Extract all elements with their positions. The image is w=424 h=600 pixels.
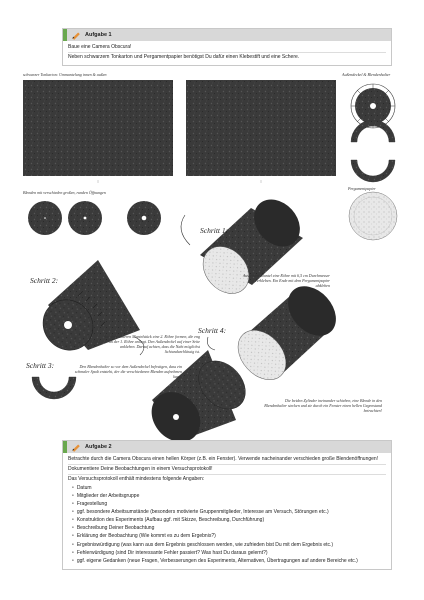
pencil-icon	[72, 32, 80, 40]
list-item: Mitglieder der Arbeitsgruppe	[72, 492, 386, 500]
task2-box: Aufgabe 2 Betrachte durch die Camera Obs…	[62, 440, 392, 571]
outer-lid	[350, 83, 396, 129]
task2-intro1: Betrachte durch die Camera Obscura einen…	[68, 456, 379, 462]
task1-line1: Baue eine Camera Obscura!	[68, 44, 132, 50]
aperture-holder-bottom	[350, 159, 396, 183]
protocol-list: Datum Mitglieder der Arbeitsgruppe Frage…	[72, 484, 386, 565]
list-item: ggf. besondere Arbeitsumstände (besonder…	[72, 508, 386, 516]
task1-header: Aufgabe 1	[63, 29, 391, 41]
task2-title: Aufgabe 2	[85, 444, 112, 450]
step1-caption: Aus einem Mantel eine Röhre mit 6,5 cm D…	[242, 273, 330, 288]
step3-label: Schritt 3:	[26, 361, 55, 370]
tube-step4-outer	[151, 350, 246, 442]
step2-caption: Aus dem anderen Mantelstück eine 2. Röhr…	[103, 334, 200, 354]
tube-step1	[200, 199, 303, 294]
cardboard-sheet-outer	[186, 80, 336, 176]
list-item: Fragestellung	[72, 500, 386, 508]
aperture-holder-top	[350, 119, 396, 143]
task1-box: Aufgabe 1 Baue eine Camera Obscura! Nebe…	[62, 28, 392, 67]
tube-step2	[42, 260, 140, 351]
task2-intro3: Das Versuchsprotokoll enthält mindestens…	[68, 474, 386, 483]
task1-line2: Neben schwarzem Tonkarton und Pergamentp…	[68, 52, 386, 61]
list-item: Beschreibung Deiner Beobachtung	[72, 524, 386, 532]
list-item: Ergebniswürdigung (was kann aus dem Erge…	[72, 541, 386, 549]
arrows	[134, 214, 216, 356]
aperture-disc-medium	[68, 201, 102, 235]
list-item: Datum	[72, 484, 386, 492]
step1-label: Schritt 1:	[200, 226, 229, 235]
caption-pergament: Pergamentpapier	[348, 186, 376, 191]
cardboard-sheet-inner	[23, 80, 173, 176]
task1-title: Aufgabe 1	[85, 32, 112, 38]
caption-tonkarton: schwarzer Tonkarton: Ummantelung innen &…	[23, 72, 107, 77]
list-item: Konstruktion des Experiments (Aufbau ggf…	[72, 516, 386, 524]
list-item: Fehlerwürdigung (sind Dir interessante F…	[72, 549, 386, 557]
step4-label: Schritt 4:	[198, 326, 227, 335]
list-item: ggf. eigene Gedanken (neue Fragen, Verbe…	[72, 557, 386, 565]
tube-step4-inner	[237, 286, 336, 380]
step3-caption: Den Blendenhalter so vor dem Außendeckel…	[74, 364, 182, 379]
task2-intro2: Dokumentiere Deine Beobachtungen in eine…	[68, 464, 386, 473]
list-item: Erklärung der Beobachtung (Wie kommt es …	[72, 532, 386, 540]
task2-header: Aufgabe 2	[63, 441, 391, 453]
aperture-disc-small	[28, 201, 62, 235]
step2-label: Schritt 2:	[30, 276, 59, 285]
step4-caption: Die beiden Zylinder ineinander schieben,…	[264, 398, 382, 413]
aperture-disc-large	[127, 201, 161, 235]
caption-deckel: Außendeckel & Blendenhalter	[342, 72, 391, 77]
parchment-disc	[348, 191, 398, 241]
pencil-icon	[72, 444, 80, 452]
aperture-holder-step3	[31, 376, 77, 400]
caption-blenden: Blenden mit verschieden großen, runden Ö…	[23, 190, 106, 195]
